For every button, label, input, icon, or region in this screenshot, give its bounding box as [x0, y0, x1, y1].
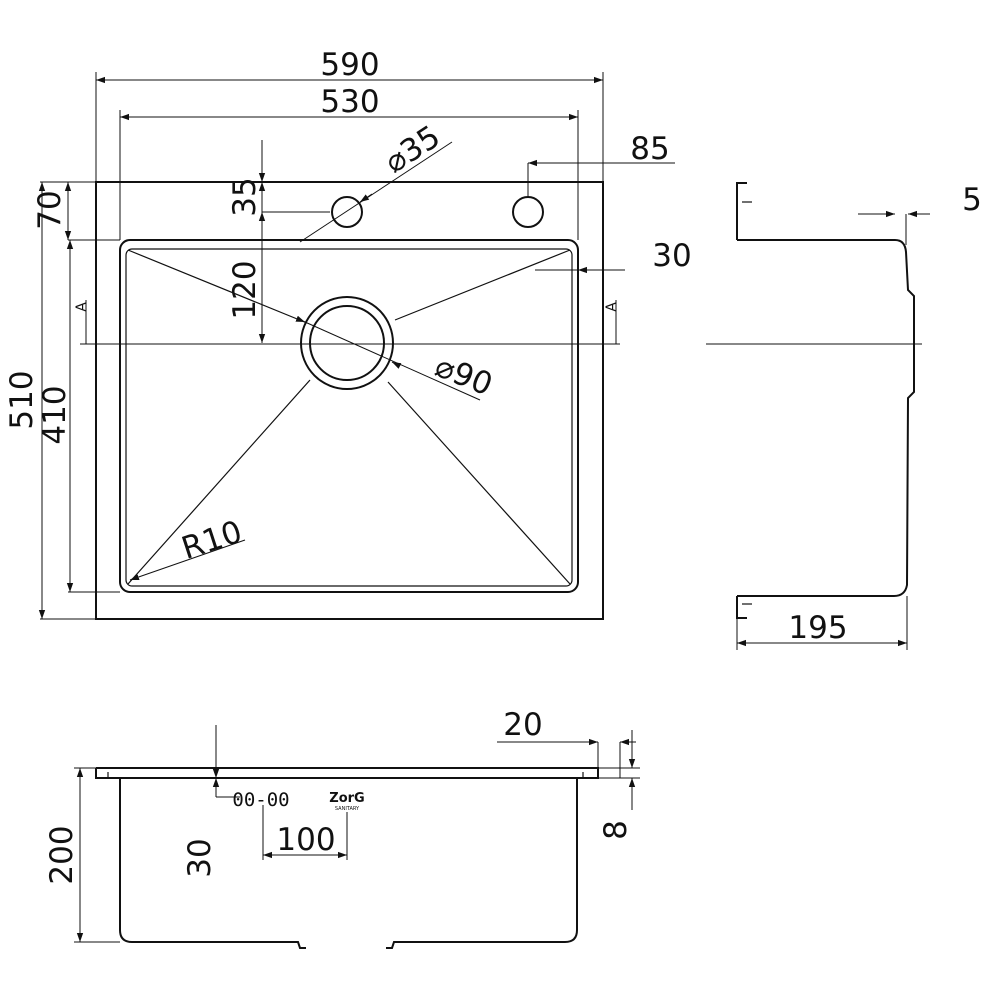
- section-mark-right: A: [604, 302, 620, 312]
- drain-inner-circle: [309, 305, 385, 381]
- section-mark-left: A: [74, 302, 90, 312]
- bowl-inner-outline: [125, 248, 573, 587]
- front-elevation-view: 00-00 ZorG SANITARY 20 8 200 30 100: [44, 707, 640, 949]
- dim-bowl-width: 530: [320, 84, 379, 120]
- overflow-holes: 00-00: [232, 789, 289, 811]
- dim-section-width: 195: [788, 610, 847, 646]
- dim-top-rim: 70: [32, 190, 68, 229]
- dim-faucet-hole-diameter: ⌀35: [378, 119, 446, 181]
- dim-corner-radius: R10: [177, 514, 246, 567]
- dim-faucet-from-edge: 35: [227, 177, 263, 216]
- dim-faucet-offset: 85: [630, 131, 669, 167]
- dim-bowl-depth: 410: [37, 385, 73, 444]
- dim-overall-width: 590: [320, 47, 379, 83]
- dim-rim-thickness: 5: [962, 182, 982, 218]
- dim-flange-height: 8: [598, 820, 634, 840]
- sink-outer-outline: [95, 181, 604, 620]
- dim-drain-offset: 120: [227, 260, 263, 319]
- brand-tagline: SANITARY: [335, 806, 360, 812]
- dim-overflow-height: 30: [182, 838, 218, 877]
- plan-view: A A 590 530 ⌀35 85 35 120 70: [4, 47, 692, 620]
- drain-outer-circle: [300, 296, 394, 390]
- bowl-outline: [119, 239, 579, 593]
- faucet-hole-alt: [512, 196, 544, 228]
- bowl-slope-lines: [127, 249, 571, 585]
- dim-line-hole: [299, 141, 453, 243]
- dim-flange-width: 20: [503, 707, 542, 743]
- dim-edge-offset: 30: [652, 238, 691, 274]
- dim-drain-diameter: ⌀90: [430, 348, 497, 403]
- brand-logo: ZorG SANITARY: [329, 791, 364, 812]
- dim-overall-depth: 510: [4, 370, 40, 429]
- brand-name: ZorG: [329, 791, 364, 806]
- dim-bowl-height: 200: [44, 825, 80, 884]
- dim-line-drain: [304, 321, 481, 401]
- side-section-view: 5 195: [706, 182, 982, 650]
- dim-overflow-spacing: 100: [276, 822, 335, 858]
- faucet-hole: [331, 196, 363, 228]
- dim-line-r10: [129, 539, 246, 581]
